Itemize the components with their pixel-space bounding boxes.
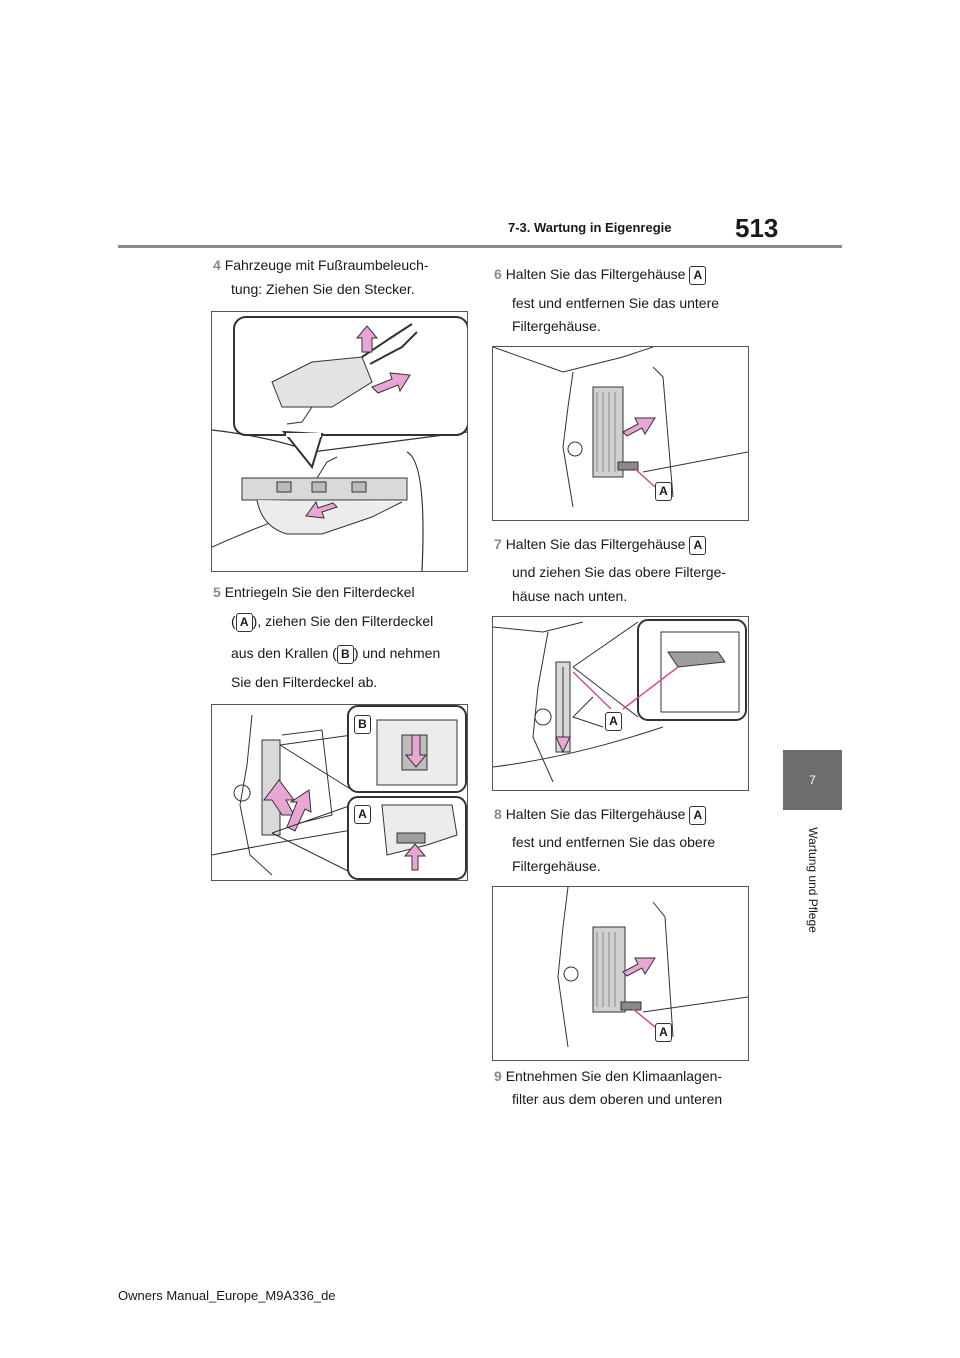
label-a: A xyxy=(235,612,253,632)
label-b: B xyxy=(354,715,371,734)
step-text: tung: Ziehen Sie den Stecker. xyxy=(231,281,415,297)
step-text: Entnehmen Sie den Klimaanlagen- xyxy=(505,1068,723,1084)
header-rule xyxy=(118,245,842,248)
step-text: Halten Sie das Filtergehäuse xyxy=(505,536,686,552)
step-text: Entriegeln Sie den Filterdeckel xyxy=(224,584,415,600)
label-a: A xyxy=(655,1023,672,1042)
step-number: 8 xyxy=(494,806,502,822)
page-number: 513 xyxy=(735,213,779,243)
figure-lower-housing: A xyxy=(492,346,749,521)
step-text: Halten Sie das Filtergehäuse xyxy=(505,266,686,282)
figure-upper-housing-remove: A xyxy=(492,886,749,1061)
step-text: fest und entfernen Sie das untere xyxy=(512,295,720,311)
label-a: A xyxy=(689,535,707,555)
step-text: Fahrzeuge mit Fußraumbeleuch- xyxy=(224,257,429,273)
step-number: 9 xyxy=(494,1068,502,1084)
step-text: häuse nach unten. xyxy=(512,588,628,604)
step-number: 4 xyxy=(213,257,221,273)
step-text: ) und nehmen xyxy=(353,645,441,661)
step-text: aus den Krallen ( xyxy=(231,645,337,661)
footer-manual-id: Owners Manual_Europe_M9A336_de xyxy=(118,1288,336,1303)
figure-filter-cover: B A xyxy=(211,704,468,881)
figure-upper-housing-pull: A xyxy=(492,616,749,791)
step-number: 7 xyxy=(494,536,502,552)
chapter-tab[interactable]: 7 xyxy=(783,750,842,810)
label-a: A xyxy=(605,712,622,731)
step-number: 5 xyxy=(213,584,221,600)
step-number: 6 xyxy=(494,266,502,282)
step-text: Filtergehäuse. xyxy=(512,858,601,874)
chapter-title: Wartung und Pflege xyxy=(806,827,820,933)
step-text: und ziehen Sie das obere Filterge- xyxy=(512,564,727,580)
step-text: fest und entfernen Sie das obere xyxy=(512,834,716,850)
step-text: ( xyxy=(231,613,236,629)
label-a: A xyxy=(655,482,672,501)
label-a: A xyxy=(689,805,707,825)
label-a: A xyxy=(354,805,371,824)
step-text: Sie den Filterdeckel ab. xyxy=(231,674,378,690)
step-text: Halten Sie das Filtergehäuse xyxy=(505,806,686,822)
label-a: A xyxy=(689,265,707,285)
step-text: Filtergehäuse. xyxy=(512,318,601,334)
chapter-number: 7 xyxy=(809,773,816,787)
label-b: B xyxy=(336,644,354,664)
section-title: 7-3. Wartung in Eigenregie xyxy=(508,220,672,235)
figure-connector-plug xyxy=(211,311,468,572)
step-text: filter aus dem oberen und unteren xyxy=(512,1091,723,1107)
chapter-side-title: Wartung und Pflege xyxy=(758,820,868,940)
step-text: ), ziehen Sie den Filterdeckel xyxy=(252,613,434,629)
